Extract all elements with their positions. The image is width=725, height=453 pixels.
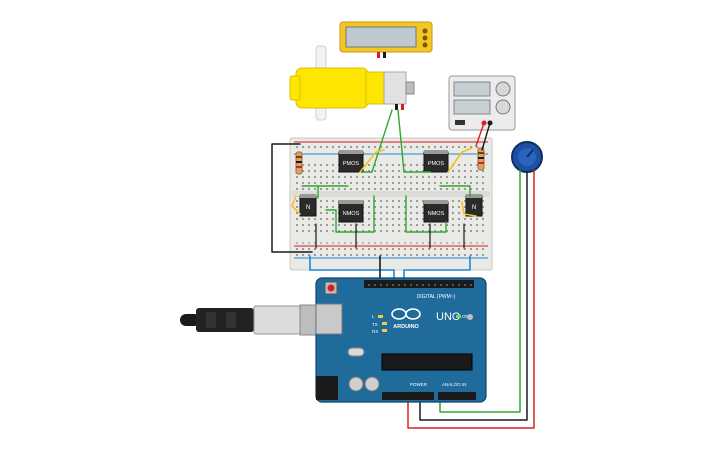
arduino-brand-label: ARDUINO (393, 324, 419, 330)
resistor-right[interactable] (477, 147, 485, 171)
power-supply[interactable] (448, 75, 516, 131)
on-led-label: ON (462, 314, 469, 319)
pmos-left-label: PMOS (343, 161, 360, 167)
resistor-left[interactable] (295, 151, 303, 175)
digital-header-label: DIGITAL (PWM~) (417, 294, 456, 300)
lcd-display[interactable] (339, 21, 433, 58)
rx-led-label: RX (372, 329, 378, 334)
arduino-uno-board[interactable]: DIGITAL (PWM~) L TX RX ARDUINO UNO ON (315, 277, 487, 403)
n-transistor-left[interactable]: N (299, 194, 317, 217)
analog-header-label: ANALOG IN (442, 382, 467, 387)
n-right-label: N (472, 205, 476, 211)
pmos-transistor-right[interactable]: PMOS (423, 150, 449, 173)
n-left-label: N (306, 205, 310, 211)
potentiometer[interactable] (511, 141, 543, 173)
dc-gear-motor[interactable] (289, 45, 415, 121)
breadboard-wires[interactable] (271, 109, 491, 253)
arduino-wires[interactable] (309, 169, 535, 429)
power-header-label: POWER (410, 382, 428, 387)
l-led-label: L (372, 314, 375, 319)
nmos-transistor-right[interactable]: NMOS (423, 200, 449, 223)
arduino-model-label: UNO (436, 311, 461, 323)
n-transistor-right[interactable]: N (465, 194, 483, 217)
pmos-transistor-left[interactable]: PMOS (338, 150, 364, 173)
nmos-left-label: NMOS (343, 211, 360, 217)
nmos-right-label: NMOS (428, 211, 445, 217)
arduino-logo-icon (391, 308, 421, 320)
nmos-transistor-left[interactable]: NMOS (338, 200, 364, 223)
pmos-right-label: PMOS (428, 161, 445, 167)
tx-led-label: TX (372, 322, 378, 327)
